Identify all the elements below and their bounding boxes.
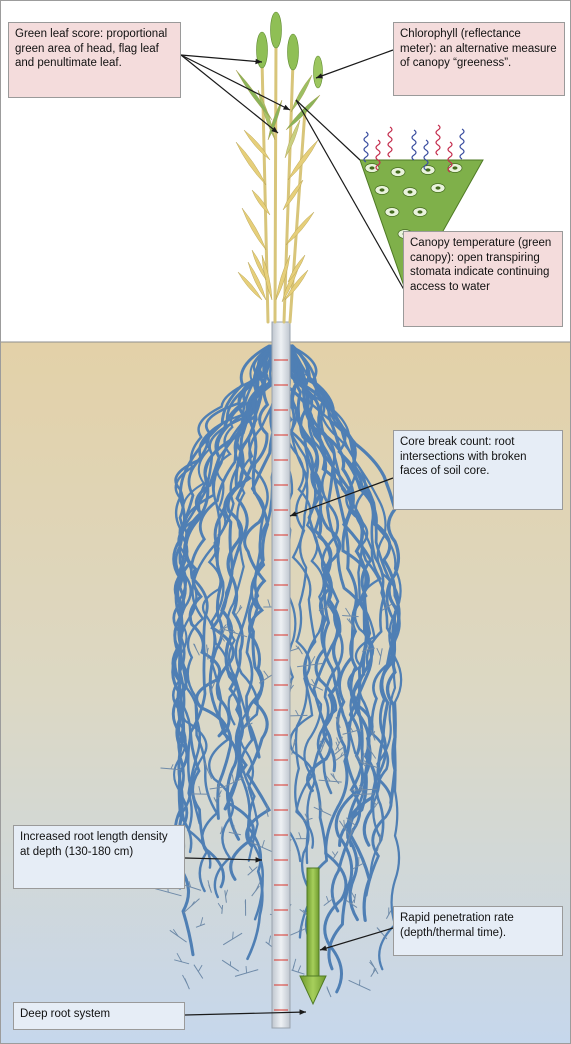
stoma-pore — [370, 166, 375, 169]
stoma-pore — [426, 168, 431, 171]
lateral-root-branch — [233, 932, 234, 939]
callout-penetration-rate: Rapid penetration rate (depth/thermal ti… — [393, 906, 563, 956]
lateral-root-branch — [246, 966, 247, 973]
lateral-root-branch — [219, 788, 220, 795]
wheat-head — [288, 34, 299, 70]
stoma-pore — [390, 210, 395, 213]
wheat-head — [271, 12, 282, 48]
stoma-pore — [396, 170, 401, 173]
stoma-pore — [380, 188, 385, 191]
stoma-pore — [436, 186, 441, 189]
stoma-pore — [418, 210, 423, 213]
wheat-stem — [275, 40, 276, 322]
wheat-head — [314, 56, 323, 88]
callout-green-leaf-score: Green leaf score: proportional green are… — [8, 22, 181, 98]
soil-core — [272, 322, 290, 1028]
callout-root-length-density: Increased root length density at depth (… — [13, 825, 185, 889]
callout-chlorophyll: Chlorophyll (reflectance meter): an alte… — [393, 22, 565, 96]
stoma-pore — [453, 166, 458, 169]
callout-deep-root-system: Deep root system — [13, 1002, 185, 1030]
stoma-pore — [408, 190, 413, 193]
callout-canopy-temperature: Canopy temperature (green canopy): open … — [403, 231, 563, 327]
callout-core-break-count: Core break count: root intersections wit… — [393, 430, 563, 510]
